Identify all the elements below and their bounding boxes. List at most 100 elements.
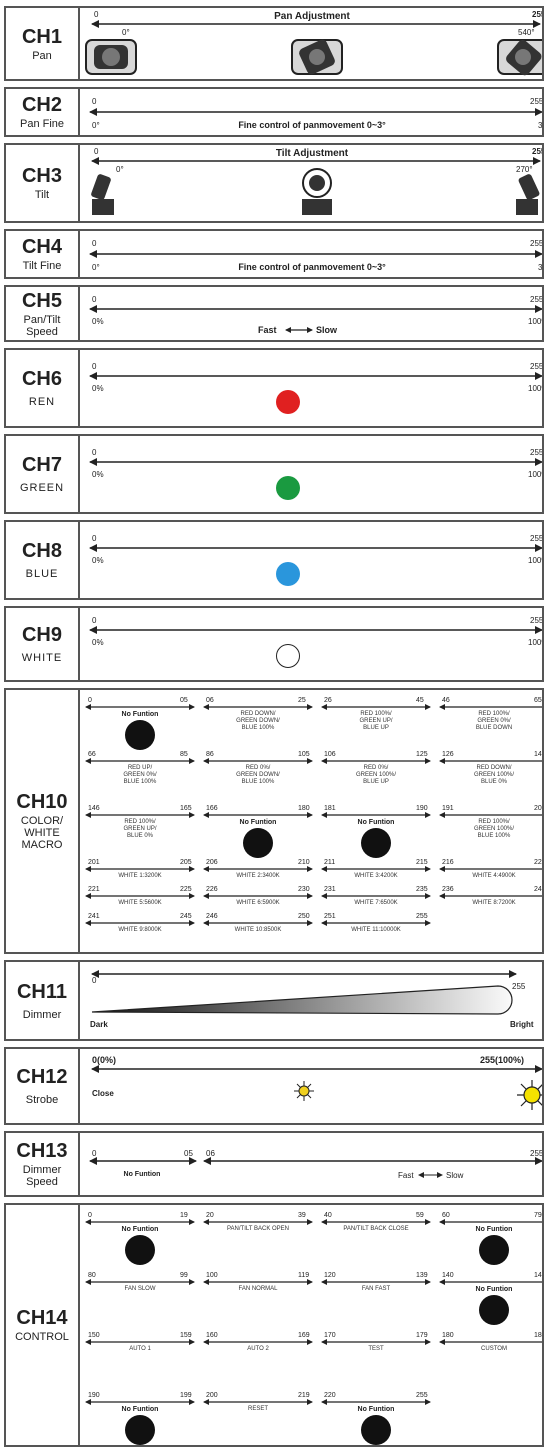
no-function-label: No Funtion — [239, 819, 277, 826]
range-arrow — [89, 458, 542, 466]
ch5-content: 0 255 0% 100% Fast Slow — [80, 287, 542, 340]
range-end: 19 — [180, 1212, 188, 1219]
percent-end: 100% — [528, 556, 542, 565]
range-start: 181 — [324, 805, 336, 812]
ch2-row: CH2 Pan Fine 0 255 0° 3° Fine control of… — [4, 87, 544, 137]
range-arrow — [91, 1065, 542, 1073]
range-end: 255 — [512, 982, 526, 991]
range-end: 220 — [534, 859, 542, 866]
range-start: 0 — [94, 10, 99, 19]
range-start: 140 — [442, 1272, 454, 1279]
ch8-content: 0 255 0% 100% — [80, 522, 542, 598]
ch1-row: CH1 Pan 0 255 Pan Adjustment 0° 540° — [4, 6, 544, 81]
no-function-dot — [479, 1235, 509, 1265]
range-start: 0 — [92, 362, 97, 371]
range-end: 119 — [298, 1272, 310, 1279]
ch4-row: CH4 Tilt Fine 0 255 0° 3° Fine control o… — [4, 229, 544, 279]
range-end: 255 — [416, 1392, 428, 1399]
no-function-dot — [361, 1415, 391, 1445]
range-end: 179 — [416, 1332, 428, 1339]
range-start: 150 — [88, 1332, 100, 1339]
function-label: RED 100%/ GREEN 100%/ BLUE 100% — [473, 819, 515, 839]
function-label: WHITE 6:5900K — [236, 900, 280, 906]
function-label: PAN/TILT BACK OPEN — [226, 1226, 290, 1232]
range-start: 226 — [206, 886, 218, 893]
function-label: RED 0%/ GREEN 100%/ BLUE UP — [355, 765, 397, 785]
range-end: 235 — [416, 886, 428, 893]
range-start: 0 — [88, 697, 92, 704]
range-arrows — [89, 1157, 542, 1178]
range-end: 255 — [530, 97, 542, 106]
function-label: RED UP/ GREEN 0%/ BLUE 100% — [123, 765, 157, 785]
close-label: Close — [92, 1089, 114, 1098]
channel-number: CH13 — [16, 1140, 68, 1162]
angle-end: 540° — [518, 28, 535, 37]
function-label: RESET — [247, 1406, 269, 1412]
range-end: 255 — [530, 534, 542, 543]
range-end: 180 — [298, 805, 310, 812]
channel-number: CH10 — [16, 791, 68, 813]
range-start: 0 — [92, 616, 97, 625]
channel-function: Strobe — [25, 1094, 59, 1106]
range-end: 225 — [180, 886, 192, 893]
function-label: WHITE 4:4900K — [472, 873, 516, 879]
channel-function: CONTROL — [15, 1331, 69, 1343]
range-arrow — [89, 305, 542, 313]
range-end: 189 — [534, 1332, 542, 1339]
channel-number: CH2 — [21, 94, 62, 116]
ch13-row: CH13 Dimmer Speed 0 05 06 255 No Funtion… — [4, 1131, 544, 1197]
ch4-content: 0 255 0° 3° Fine control of panmovement … — [80, 231, 542, 277]
function-label: WHITE 5:5600K — [118, 900, 162, 906]
ch2-content: 0 255 0° 3° Fine control of panmovement … — [80, 89, 542, 135]
ch9-content: 0 255 0% 100% — [80, 608, 542, 680]
percent-start: 0% — [92, 470, 104, 479]
ch7-row: CH7 GREEN 0 255 0% 100% — [4, 434, 544, 514]
channel-function: BLUE — [25, 568, 59, 580]
function-label: FAN SLOW — [124, 1286, 156, 1292]
angle-end: 3° — [538, 121, 542, 130]
angle-start: 0° — [122, 28, 130, 37]
range-arrow — [89, 108, 542, 116]
range-start: 0 — [92, 239, 97, 248]
range-end: 250 — [298, 913, 310, 920]
range-start: 166 — [206, 805, 218, 812]
range-arrow — [89, 250, 542, 258]
range-start: 220 — [324, 1392, 336, 1399]
range-end: 200 — [534, 805, 542, 812]
ch2-label: CH2 Pan Fine — [6, 89, 80, 135]
function-label: RED 0%/ GREEN DOWN/ BLUE 100% — [236, 765, 280, 785]
range-end: 145 — [534, 751, 542, 758]
dark-label: Dark — [90, 1020, 108, 1029]
range-end: 245 — [180, 913, 192, 920]
channel-description: Fine control of panmovement 0~3° — [238, 120, 386, 130]
range-start: 170 — [324, 1332, 336, 1339]
ch1-content: 0 255 Pan Adjustment 0° 540° — [80, 8, 542, 79]
range-start: 20 — [206, 1212, 214, 1219]
range-start: 66 — [88, 751, 96, 758]
channel-title: Tilt Adjustment — [275, 148, 349, 159]
percent-end: 100% — [528, 638, 542, 647]
function-label: WHITE 2:3400K — [236, 873, 280, 879]
green-color-dot — [276, 476, 300, 500]
channel-function: Pan — [32, 49, 52, 62]
channel-number: CH1 — [21, 25, 62, 48]
angle-start: 0° — [92, 121, 100, 130]
percent-start: 0% — [92, 384, 104, 393]
channel-function: Tilt — [34, 189, 50, 201]
range-end: 25 — [298, 697, 306, 704]
ch12-label: CH12 Strobe — [6, 1049, 80, 1123]
ch14-arrows — [85, 1219, 542, 1405]
range-start: 120 — [324, 1272, 336, 1279]
ch8-row: CH8 BLUE 0 255 0% 100% — [4, 520, 544, 600]
moving-head-icon — [85, 39, 542, 76]
strobe-sun-icon — [294, 1080, 542, 1110]
function-label: RED DOWN/ GREEN DOWN/ BLUE 100% — [236, 711, 280, 731]
function-label: WHITE 10:8500K — [234, 927, 282, 933]
channel-function: COLOR/ WHITE MACRO — [20, 815, 64, 851]
function-label: WHITE 11:10000K — [351, 927, 401, 933]
range-start: 146 — [88, 805, 100, 812]
range-end: 65 — [534, 697, 542, 704]
function-label: PAN/TILT BACK CLOSE — [343, 1226, 409, 1232]
